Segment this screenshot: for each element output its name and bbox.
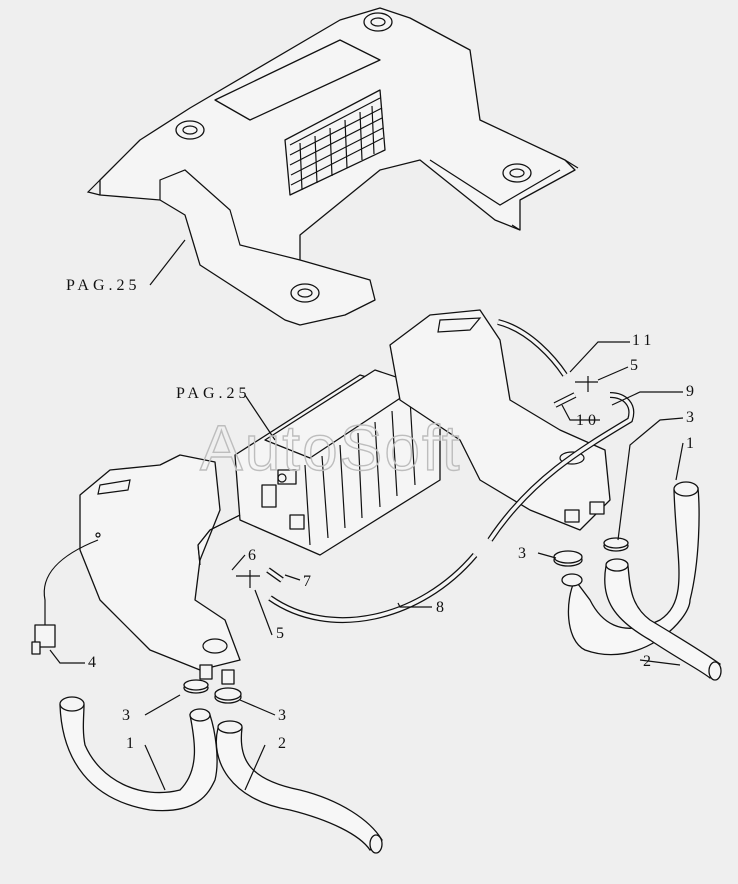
heater-core	[234, 369, 441, 556]
callout-3-left-a: 3	[122, 707, 134, 724]
hose-clamps	[183, 537, 629, 704]
callout-1-right: 1	[686, 435, 698, 452]
watermark-text: AutoSoft	[200, 412, 462, 484]
right-housing	[389, 309, 611, 531]
cover-panel	[86, 7, 579, 326]
callout-11: 11	[632, 332, 655, 349]
callout-3-right-top: 3	[686, 409, 698, 426]
callout-1-left: 1	[126, 735, 138, 752]
right-large-hoses	[561, 481, 722, 681]
callout-5-right: 5	[630, 357, 642, 374]
callout-2-left: 2	[278, 735, 290, 752]
leader-lines	[49, 239, 684, 791]
callout-10: 10	[576, 412, 600, 429]
page-ref-label-top: PAG.25	[66, 277, 141, 294]
left-large-hoses	[59, 696, 383, 854]
callout-2-right: 2	[643, 653, 655, 670]
callout-8: 8	[436, 599, 448, 616]
callout-4: 4	[88, 654, 100, 671]
callout-5-left: 5	[276, 625, 288, 642]
callout-3-right-bottom: 3	[518, 545, 530, 562]
callout-7: 7	[303, 573, 315, 590]
callout-9: 9	[686, 383, 698, 400]
sensor-wire	[31, 539, 99, 655]
callout-6: 6	[248, 547, 260, 564]
small-hoses	[197, 319, 635, 623]
callout-3-left-b: 3	[278, 707, 290, 724]
page-ref-label-center: PAG.25	[176, 385, 251, 402]
left-housing	[79, 454, 241, 685]
